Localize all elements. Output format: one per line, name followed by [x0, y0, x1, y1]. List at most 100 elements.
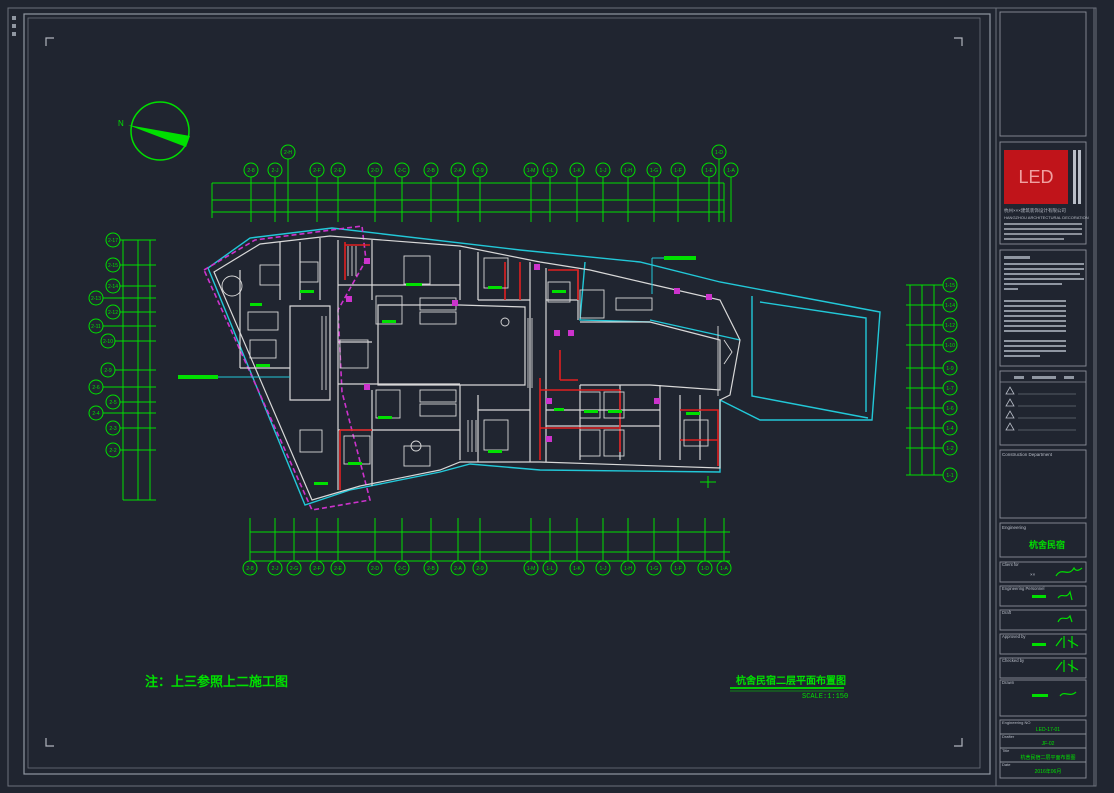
axis-bubble-label: 1-1 — [946, 473, 953, 479]
axis-bubble-label: 2-C — [398, 168, 406, 174]
drawing-inner-frame — [27, 17, 981, 769]
axis-bubble: 2-5 — [105, 394, 121, 410]
axis-bubble-label: 2-12 — [108, 310, 118, 316]
site-boundary — [207, 227, 881, 506]
axis-bubble-label: 1-G — [650, 168, 658, 174]
axis-bubble-label: 2-2 — [109, 448, 116, 454]
axis-bubble-label: 2-F — [313, 168, 321, 174]
axis-bubble: 1-L — [542, 162, 558, 178]
axis-bubble-label: 1-F — [674, 168, 682, 174]
axis-bubble-label: 2-J — [272, 566, 279, 572]
axis-bubble: 2-C — [394, 162, 410, 178]
axis-bubble: 2-10 — [100, 333, 116, 349]
axis-bubble-label: 1-14 — [945, 303, 955, 309]
furniture — [221, 246, 733, 467]
axis-bubble-label: 1-D — [715, 150, 723, 156]
drawing-scale: SCALE:1:150 — [802, 693, 848, 701]
axis-bubble: 2-8 — [242, 560, 258, 576]
titleblock-frame — [995, 7, 1095, 787]
axis-bubble: 2-E — [330, 162, 346, 178]
titleblock-footer-value: LED-17-01 — [1036, 727, 1060, 733]
axis-bubble-label: 1-K — [573, 168, 581, 174]
titleblock-row-label: Draft — [1002, 610, 1012, 615]
door-markers — [346, 258, 712, 442]
axis-bubble: 1-2 — [942, 440, 958, 456]
company-logo-icon — [1004, 150, 1068, 204]
axis-bubble: 1-F — [670, 162, 686, 178]
construction-department-label: Construction Department — [1002, 452, 1053, 457]
axis-bubble: 1-M — [523, 162, 539, 178]
axis-bubble-label: 1-4 — [946, 426, 953, 432]
axis-bubble-label: 1-9 — [946, 366, 953, 372]
company-logo-text: LED — [1018, 167, 1053, 187]
axis-bubble: 1-10 — [942, 337, 958, 353]
axis-bubble: 1-9 — [942, 360, 958, 376]
axis-bubble: 2-3 — [105, 420, 121, 436]
signatures — [1055, 566, 1083, 697]
axis-bubble: 2-2 — [105, 442, 121, 458]
axis-bubble: 1-G — [646, 162, 662, 178]
titleblock-row-label: Approved by — [1002, 634, 1026, 639]
axis-bubble-label: 2-A — [454, 566, 462, 572]
axis-bubble-label: 1-A — [720, 566, 728, 572]
axis-bubble: 2-E — [330, 560, 346, 576]
axis-bubble: 1-D — [711, 144, 727, 160]
axis-bubble-label: 1-F — [674, 566, 682, 572]
axis-bubble: 1-6 — [942, 400, 958, 416]
engineering-label: Engineering — [1002, 525, 1027, 530]
dimension-grid-left — [103, 239, 156, 501]
titleblock-footer-label: Engineering NO — [1002, 720, 1030, 725]
axis-bubble-label: 1-H — [624, 168, 632, 174]
company-name-line-2: HANGZHOU ARCHITECTURAL DECORATION — [1004, 215, 1089, 220]
axis-bubble: 2-J — [267, 560, 283, 576]
axis-bubble-label: 2-B — [427, 566, 435, 572]
axis-bubble-label: 1-7 — [946, 386, 953, 392]
axis-bubble: 1-E — [701, 162, 717, 178]
axis-bubble: 2-B — [423, 162, 439, 178]
titleblock-rows: Client for××Engineering PersonnelDraftAp… — [1002, 562, 1044, 685]
axis-bubble-label: 1-M — [527, 168, 536, 174]
level-marker — [700, 476, 716, 488]
svg-text:N: N — [118, 119, 124, 128]
drawing-note: 注：上三参照上二施工图 — [145, 674, 288, 689]
axis-bubble: 1-H — [620, 162, 636, 178]
axis-bubble-label: 1-2 — [946, 446, 953, 452]
axis-bubble-label: 2-F — [313, 566, 321, 572]
axis-bubble-label: 2-E — [334, 566, 342, 572]
axis-bubble: 1-L — [542, 560, 558, 576]
axis-bubble-label: 2-C — [398, 566, 406, 572]
axis-bubble-label: 1-M — [527, 566, 536, 572]
axis-bubble: 1-D — [697, 560, 713, 576]
axis-bubble: 2-H — [280, 144, 296, 160]
company-logo-vertical-text — [1073, 150, 1081, 204]
axis-bubble-label: 2-9 — [476, 168, 483, 174]
dimension-grid-right — [906, 284, 943, 476]
titleblock-footer-label: Drafter — [1002, 734, 1015, 739]
axis-bubble-label: 1-J — [600, 168, 607, 174]
axis-bubble: 2-D — [367, 560, 383, 576]
axis-bubble: 1-A — [716, 560, 732, 576]
dimension-grid-top — [211, 159, 732, 222]
axis-bubble: 2-14 — [105, 278, 121, 294]
axis-bubble-label: 2-H — [284, 150, 292, 156]
axis-bubble-label: 2-10 — [103, 339, 113, 345]
titleblock-footer-value: 杭舍民宿二层平面布置图 — [1020, 754, 1075, 761]
axis-bubble-label: 1-15 — [945, 283, 955, 289]
axis-bubble-label: 2-3 — [109, 426, 116, 432]
drawing-title: 杭舍民宿二层平面布置图 — [736, 674, 846, 687]
axis-bubble-label: 2-D — [371, 168, 379, 174]
building-walls — [213, 235, 741, 501]
axis-bubble: 1-J — [595, 560, 611, 576]
axis-bubble: 2-J — [267, 162, 283, 178]
axis-bubble-label: 2-8 — [246, 566, 253, 572]
axis-bubble: 1-1 — [942, 467, 958, 483]
titleblock-row-value: ×× — [1030, 572, 1036, 577]
project-name: 杭舍民宿 — [1029, 539, 1065, 550]
axis-bubble-label: 2-14 — [108, 284, 118, 290]
dimension-grid-bottom — [249, 518, 730, 562]
axis-bubble: 1-K — [569, 162, 585, 178]
